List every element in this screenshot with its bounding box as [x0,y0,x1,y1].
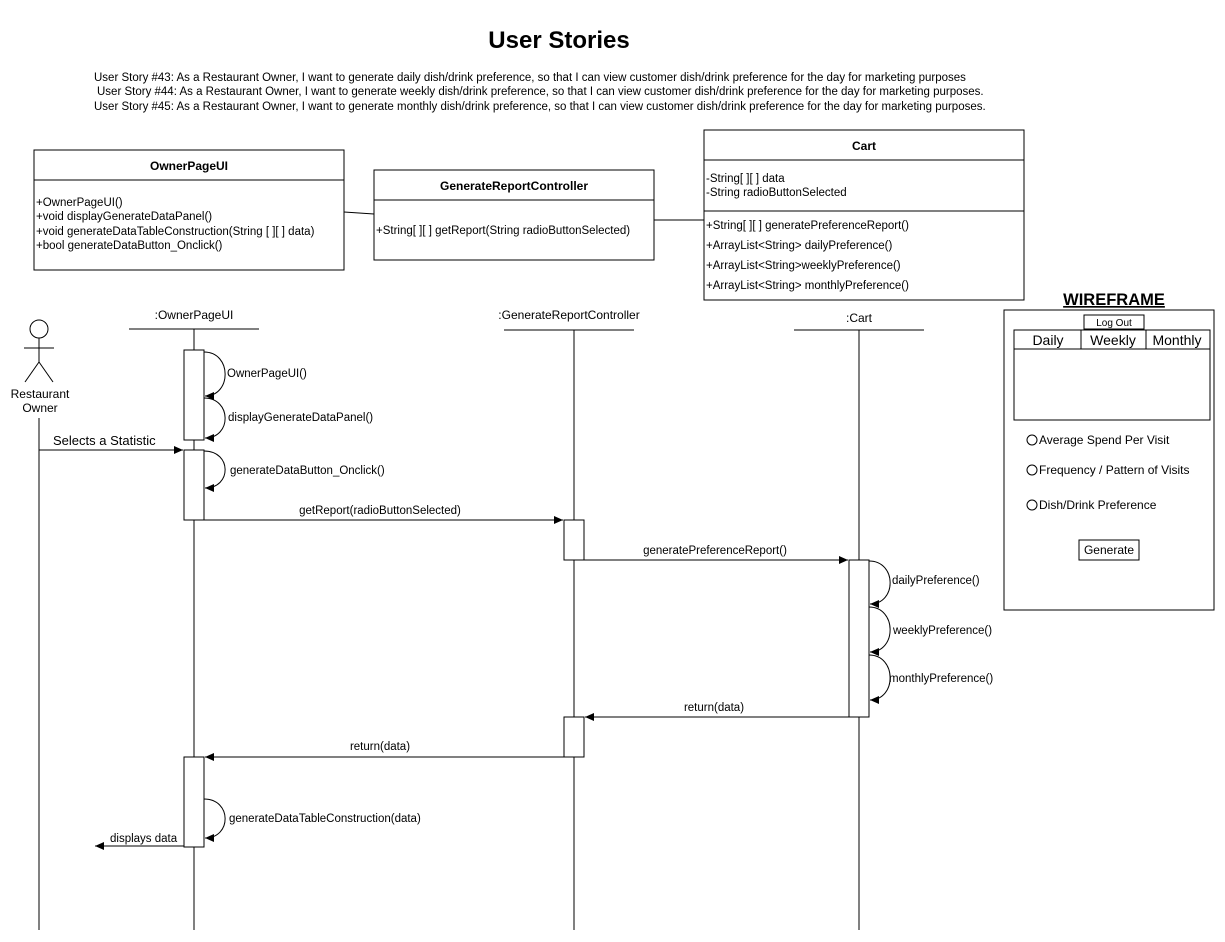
message-label: displayGenerateDataPanel() [228,412,373,424]
generate-label: Generate [1084,543,1134,557]
message-label: weeklyPreference() [892,625,992,637]
class-method: +String[ ][ ] generatePreferenceReport() [706,220,909,232]
message-label: dailyPreference() [892,575,980,587]
logout-label: Log Out [1096,318,1132,329]
class-owner-page-ui: OwnerPageUI +OwnerPageUI() +void display… [33,149,345,271]
class-name: Cart [852,139,876,153]
actor-restaurant-owner: Restaurant Owner [11,319,70,415]
user-story-45: User Story #45: As a Restaurant Owner, I… [94,101,986,113]
class-cart: Cart -String[ ][ ] data -String radioBut… [703,129,1025,301]
class-name: GenerateReportController [440,179,588,193]
generate-button[interactable]: Generate [1078,539,1140,561]
tab-daily[interactable]: Daily [1032,332,1063,348]
class-attribute: -String[ ][ ] data [706,173,785,185]
message-label: getReport(radioButtonSelected) [299,505,461,517]
self-message-arrow [868,606,891,656]
option-label: Average Spend Per Visit [1039,433,1170,447]
self-message-arrow [203,798,226,842]
activation-bar [563,519,585,561]
message-label: displays data [110,833,178,845]
radio-dish-drink[interactable] [1026,499,1038,511]
diagram-title: User Stories [488,27,629,54]
association-line [343,211,375,215]
option-label: Dish/Drink Preference [1039,498,1157,512]
report-area [1013,329,1211,421]
self-message-arrow [203,351,226,400]
class-generate-report-controller: GenerateReportController +String[ ][ ] g… [373,169,655,261]
message-label: generateDataButton_Onclick() [230,465,385,477]
class-method: +ArrayList<String> monthlyPreference() [706,280,909,292]
user-story-44: User Story #44: As a Restaurant Owner, I… [97,86,984,98]
class-method: +OwnerPageUI() [36,197,123,209]
actor-name-line2: Owner [22,401,57,415]
actor-name-line1: Restaurant [11,387,70,401]
class-attribute: -String radioButtonSelected [706,187,847,199]
class-method: +ArrayList<String>weeklyPreference() [706,260,901,272]
class-method: +void displayGenerateDataPanel() [36,211,212,223]
user-story-43: User Story #43: As a Restaurant Owner, I… [94,72,966,84]
message-label: monthlyPreference() [889,673,993,685]
class-method: +bool generateDataButton_Onclick() [36,240,223,252]
self-message-arrow [203,397,226,442]
lifeline-cart-label: :Cart [846,311,873,325]
wireframe-panel: WIREFRAME Log Out Daily Weekly Monthly A… [1003,291,1215,611]
radio-average-spend[interactable] [1026,434,1038,446]
message-label: OwnerPageUI() [227,368,307,380]
logout-button[interactable]: Log Out [1083,314,1145,330]
activation-bar [183,756,205,848]
message-label: generateDataTableConstruction(data) [229,813,421,825]
activation-bar [183,449,205,521]
message-label: return(data) [350,741,410,753]
self-message-arrow [868,560,891,608]
lifeline-owner-ui-label: :OwnerPageUI [155,308,234,322]
activation-bar [563,716,585,758]
radio-frequency[interactable] [1026,464,1038,476]
activation-bar [848,559,870,718]
class-method: +String[ ][ ] getReport(String radioButt… [376,225,630,237]
wireframe-title: WIREFRAME [1063,291,1165,309]
self-message-arrow [203,450,226,492]
message-label: Selects a Statistic [53,433,156,448]
tab-monthly[interactable]: Monthly [1152,332,1201,348]
option-label: Frequency / Pattern of Visits [1039,463,1190,477]
activation-bar [183,349,205,441]
tab-weekly[interactable]: Weekly [1090,332,1136,348]
class-method: +ArrayList<String> dailyPreference() [706,240,892,252]
message-label: return(data) [684,702,744,714]
message-label: generatePreferenceReport() [643,545,787,557]
self-message-arrow [868,654,891,704]
class-method: +void generateDataTableConstruction(Stri… [36,226,315,238]
lifeline-controller-label: :GenerateReportController [498,308,639,322]
class-name: OwnerPageUI [150,159,228,173]
